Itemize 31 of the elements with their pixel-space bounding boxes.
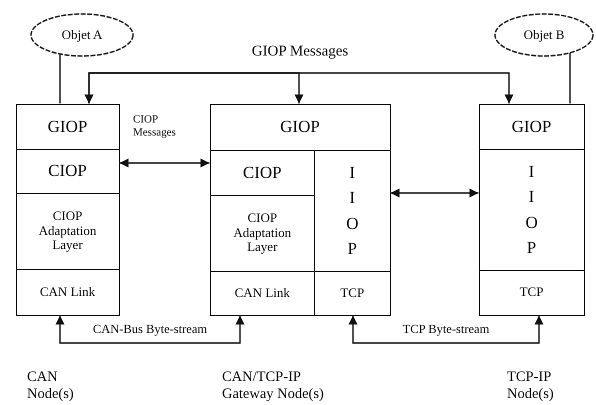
edge-label: GIOP Messages <box>250 43 350 61</box>
object-ellipse <box>30 13 134 57</box>
layer-name: CIOP Adaptation Layer <box>38 208 98 254</box>
arrow <box>390 188 478 198</box>
arrow <box>56 316 244 344</box>
layer-name: CAN Link <box>40 284 96 300</box>
edge-label: CIOP Messages <box>132 113 177 139</box>
arrow <box>120 158 210 168</box>
layer-name: Objet B <box>524 28 564 42</box>
connector-line <box>569 52 571 104</box>
layer-name: GIOP <box>48 116 88 136</box>
object-ellipse <box>494 13 594 57</box>
layer-name: I I O P <box>346 162 358 260</box>
layer-name: Objet A <box>62 28 102 42</box>
connector-line <box>59 54 61 104</box>
layer-name: CIOP <box>242 162 282 182</box>
layer-name: I I O P <box>526 160 538 259</box>
arrow <box>84 72 304 104</box>
layer-name: GIOP <box>512 116 552 136</box>
layer-name: TCP <box>340 286 364 300</box>
layer-name: CIOP <box>48 161 87 181</box>
node-type-caption: CAN Node(s) <box>27 369 75 402</box>
arrow <box>348 316 544 344</box>
layer-name: CAN Link <box>234 286 290 300</box>
layer-name: CIOP Adaptation Layer <box>232 210 292 256</box>
node-type-caption: TCP-IP Node(s) <box>507 369 555 402</box>
layer-name: TCP <box>520 285 544 300</box>
layer-name: GIOP <box>280 117 320 137</box>
edge-label: CAN-Bus Byte-stream <box>90 322 210 336</box>
node-type-caption: CAN/TCP-IP Gateway Node(s) <box>222 369 325 402</box>
edge-label: TCP Byte-stream <box>400 322 492 336</box>
